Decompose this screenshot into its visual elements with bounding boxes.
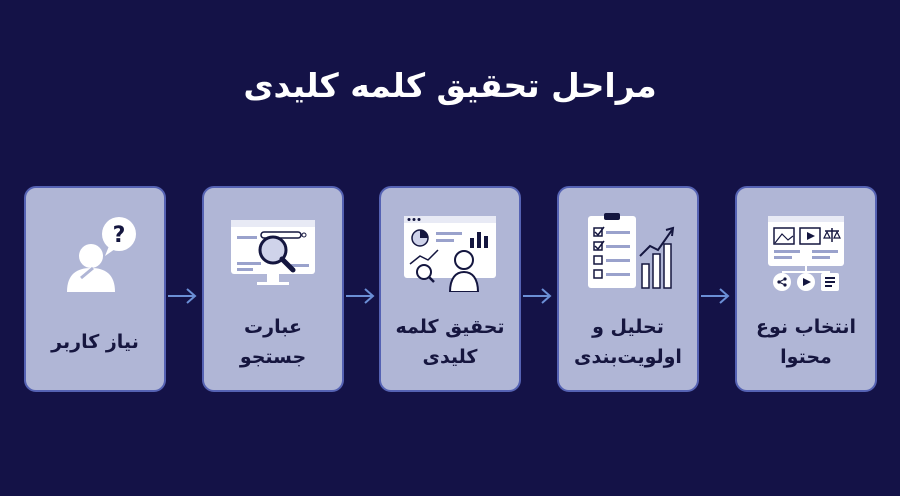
- arrow-right-icon: [168, 288, 197, 304]
- step-card-user-need: ? نیاز کاربر: [24, 186, 166, 392]
- arrow-right-icon: [701, 288, 730, 304]
- step-card-analysis-prioritization: تحلیل و اولویت‌بندی: [557, 186, 699, 392]
- step-label: انتخاب نوع محتوا: [756, 316, 856, 368]
- step-card-search-phrase: عبارت جستجو: [202, 186, 344, 392]
- step-label: نیاز کاربر: [51, 331, 139, 353]
- step-label: تحقیق کلمه کلیدی: [395, 316, 505, 368]
- step-label: عبارت جستجو: [239, 316, 307, 368]
- page-title: مراحل تحقیق کلمه کلیدی: [243, 66, 657, 105]
- step-label: تحلیل و اولویت‌بندی: [574, 316, 682, 368]
- step-card-keyword-research: تحقیق کلمه کلیدی: [379, 186, 521, 392]
- step-card-content-type: انتخاب نوع محتوا: [735, 186, 877, 392]
- arrow-right-icon: [523, 288, 552, 304]
- user-question-icon: ?: [67, 217, 136, 292]
- search-browser-icon: [231, 220, 315, 285]
- checklist-chart-icon: [588, 213, 675, 289]
- arrow-right-icon: [346, 288, 375, 304]
- analytics-dashboard-icon: [404, 216, 496, 292]
- svg-text:?: ?: [113, 223, 126, 248]
- content-types-icon: [768, 216, 844, 291]
